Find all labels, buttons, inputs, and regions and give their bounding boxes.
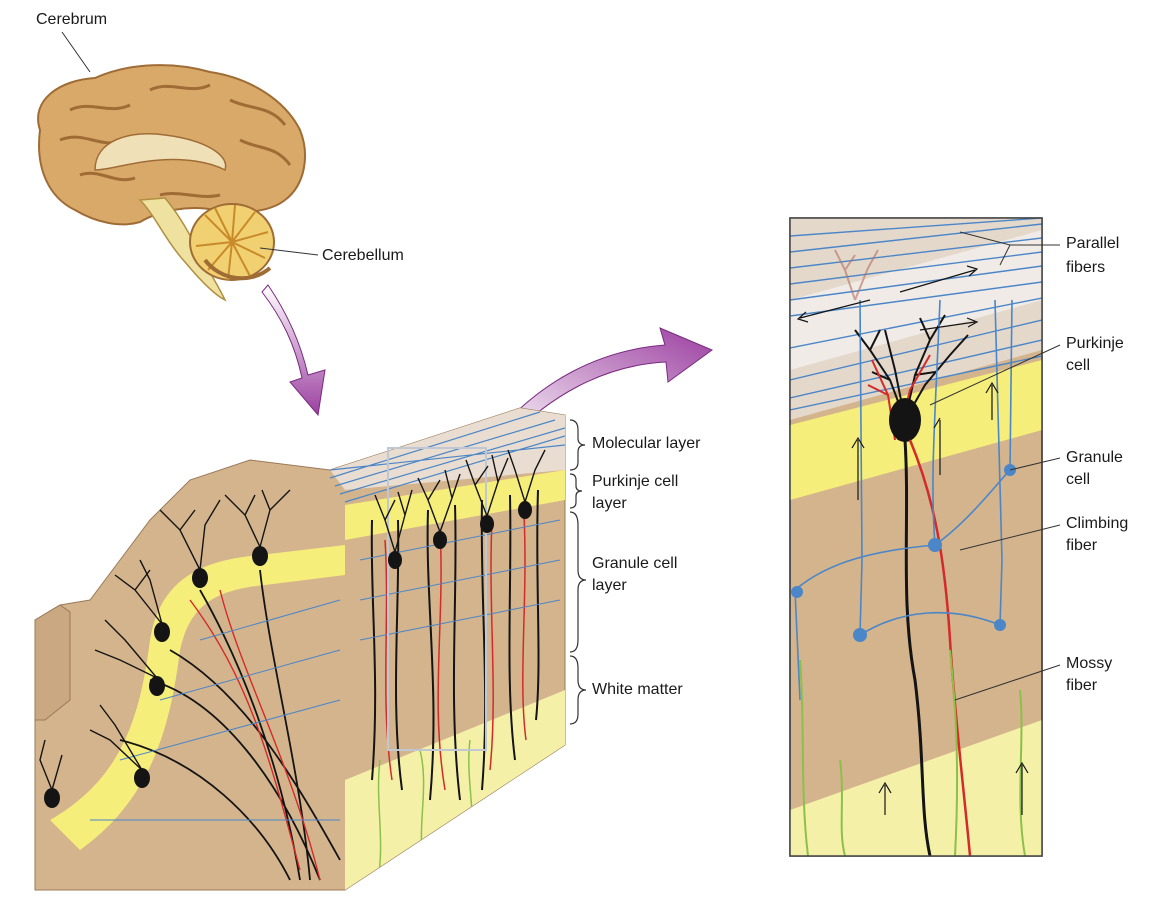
granule-cell-body bbox=[928, 538, 942, 552]
label-mossy-fiber-1: Mossy bbox=[1066, 655, 1113, 672]
inset-marker bbox=[387, 447, 487, 751]
zoom-arrow-down bbox=[261, 284, 326, 417]
label-purkinje-layer-2: layer bbox=[592, 495, 627, 512]
brainstem-shape bbox=[138, 197, 227, 302]
label-molecular-layer: Molecular layer bbox=[592, 435, 701, 452]
zoom-arrow-right bbox=[489, 327, 714, 449]
purkinje-cell-bodies bbox=[44, 501, 532, 808]
label-granule-layer-1: Granule cell bbox=[592, 555, 678, 572]
purkinje-dendrites bbox=[39, 449, 546, 791]
label-purkinje-cell-2: cell bbox=[1066, 357, 1091, 374]
cerebrum-leader bbox=[61, 31, 91, 73]
inset-panel bbox=[789, 217, 1043, 857]
label-climbing-fiber-1: Climbing bbox=[1066, 515, 1129, 532]
brain-illustration bbox=[37, 64, 306, 302]
inset-leaders bbox=[929, 231, 1061, 701]
label-climbing-fiber-2: fiber bbox=[1066, 537, 1098, 554]
label-cerebrum: Cerebrum bbox=[36, 11, 108, 28]
label-white-matter: White matter bbox=[592, 681, 683, 698]
layer-braces bbox=[569, 419, 587, 725]
label-purkinje-layer-1: Purkinje cell bbox=[592, 473, 679, 490]
label-parallel-fibers-2: fibers bbox=[1066, 259, 1106, 276]
label-granule-layer-2: layer bbox=[592, 577, 627, 594]
cortex-block bbox=[34, 407, 566, 891]
label-purkinje-cell-1: Purkinje bbox=[1066, 335, 1124, 352]
label-granule-cell-2: cell bbox=[1066, 471, 1091, 488]
purkinje-soma bbox=[889, 398, 921, 442]
label-granule-cell-1: Granule bbox=[1066, 449, 1123, 466]
label-parallel-fibers-1: Parallel bbox=[1066, 235, 1120, 252]
label-mossy-fiber-2: fiber bbox=[1066, 677, 1098, 694]
cerebellum-leader bbox=[259, 247, 319, 256]
label-cerebellum: Cerebellum bbox=[322, 247, 404, 264]
